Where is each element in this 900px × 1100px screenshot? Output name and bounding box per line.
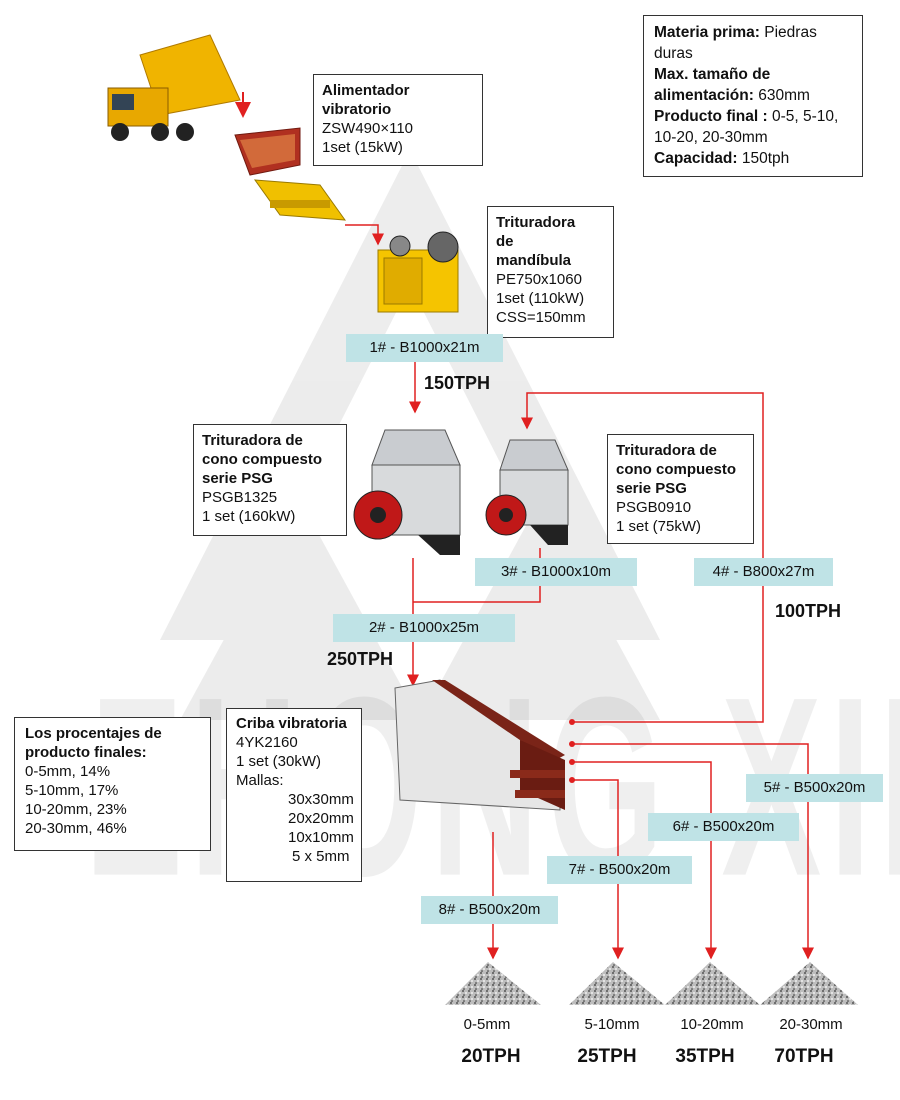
max-size-label: Max. tamaño de alimentación: bbox=[654, 66, 771, 104]
cone-crusher-1-box: Trituradora de cono compuesto serie PSG … bbox=[193, 424, 347, 536]
percent-row: 0-5mm, 14% bbox=[25, 763, 111, 780]
belt-7: 7# - B500x20m bbox=[547, 856, 692, 884]
product-tph: 25TPH bbox=[577, 1046, 637, 1067]
belt-1: 1# - B1000x21m bbox=[346, 334, 503, 362]
producto-label: Producto final : bbox=[654, 108, 768, 125]
product-tph: 70TPH bbox=[774, 1046, 834, 1067]
percentages-box: Los procentajes de producto finales: 0-5… bbox=[14, 717, 211, 851]
flow-150tph: 150TPH bbox=[424, 373, 491, 393]
jaw-title-2: de bbox=[496, 233, 514, 250]
product-size: 20-30mm bbox=[779, 1016, 843, 1033]
cone2-title-3: serie PSG bbox=[616, 480, 687, 497]
max-size-value: 630mm bbox=[758, 87, 810, 104]
producto-value: 0-5, 5-10, 10-20, 20-30mm bbox=[654, 108, 839, 146]
percent-row: 5-10mm, 17% bbox=[25, 782, 119, 799]
spec-box: Materia prima: Piedras duras Max. tamaño… bbox=[643, 15, 863, 177]
percent-title-2: producto finales: bbox=[25, 744, 147, 761]
product-tph: 35TPH bbox=[675, 1046, 735, 1067]
jaw-crusher-image bbox=[377, 231, 459, 313]
product-tph: 20TPH bbox=[461, 1046, 521, 1067]
jaw-crusher-box: Trituradora de mandíbula PE750x1060 1set… bbox=[487, 206, 614, 338]
cone1-model: PSGB1325 bbox=[202, 489, 278, 506]
cone-crusher-psgb0910-image bbox=[485, 439, 569, 545]
screen-model: 4YK2160 bbox=[236, 734, 298, 751]
screen-mesh: 30x30mm bbox=[288, 791, 354, 808]
screen-mesh: 20x20mm bbox=[288, 810, 354, 827]
cone2-model: PSGB0910 bbox=[616, 499, 692, 516]
capacidad-value: 150tph bbox=[741, 150, 790, 167]
vibrating-feeder-image bbox=[234, 127, 347, 221]
stone-pile-10-20mm bbox=[665, 962, 760, 1005]
belt-5: 5# - B500x20m bbox=[746, 774, 883, 802]
screen-mesh: 5 x 5mm bbox=[292, 848, 350, 865]
feeder-box: Alimentador vibratorio ZSW490×110 1set (… bbox=[313, 74, 483, 166]
cone-crusher-psgb1325-image bbox=[353, 429, 461, 555]
belt-2: 2# - B1000x25m bbox=[333, 614, 515, 642]
vibrating-screen-image bbox=[394, 679, 565, 811]
belt-4: 4# - B800x27m bbox=[694, 558, 833, 586]
jaw-title-3: mandíbula bbox=[496, 252, 572, 269]
stone-pile-0-5mm bbox=[445, 962, 541, 1005]
flow-100tph: 100TPH bbox=[775, 601, 842, 621]
jaw-model: PE750x1060 bbox=[496, 271, 582, 288]
belt-6: 6# - B500x20m bbox=[648, 813, 799, 841]
jaw-title-1: Trituradora bbox=[496, 214, 576, 231]
jaw-css: CSS=150mm bbox=[496, 309, 586, 326]
percent-row: 10-20mm, 23% bbox=[25, 801, 127, 818]
screen-box: Criba vibratoria 4YK2160 1 set (30kW) Ma… bbox=[226, 708, 362, 882]
cone1-title-2: cono compuesto bbox=[202, 451, 323, 468]
materia-value: Piedras duras bbox=[654, 24, 817, 62]
feeder-title-1: Alimentador bbox=[322, 82, 410, 99]
cone1-title-1: Trituradora de bbox=[202, 432, 303, 449]
cone1-set: 1 set (160kW) bbox=[202, 508, 296, 525]
flow-250tph: 250TPH bbox=[327, 649, 394, 669]
stone-pile-20-30mm bbox=[760, 962, 858, 1005]
product-size: 5-10mm bbox=[584, 1016, 640, 1033]
percent-row: 20-30mm, 46% bbox=[25, 820, 127, 837]
screen-title: Criba vibratoria bbox=[236, 715, 347, 732]
belt-3: 3# - B1000x10m bbox=[475, 558, 637, 586]
screen-mallas: Mallas: bbox=[236, 772, 284, 789]
materia-label: Materia prima: bbox=[654, 24, 760, 41]
percent-title-1: Los procentajes de bbox=[25, 725, 162, 742]
screen-mesh: 10x10mm bbox=[288, 829, 354, 846]
cone2-title-2: cono compuesto bbox=[616, 461, 737, 478]
feeder-model: ZSW490×110 bbox=[322, 120, 414, 137]
belt-8: 8# - B500x20m bbox=[421, 896, 558, 924]
dump-truck-image bbox=[107, 34, 241, 141]
feeder-title-2: vibratorio bbox=[322, 101, 392, 118]
cone2-title-1: Trituradora de bbox=[616, 442, 717, 459]
product-size: 0-5mm bbox=[463, 1016, 511, 1033]
cone-crusher-2-box: Trituradora de cono compuesto serie PSG … bbox=[607, 434, 754, 544]
cone2-set: 1 set (75kW) bbox=[616, 518, 702, 535]
capacidad-label: Capacidad: bbox=[654, 150, 738, 167]
jaw-set: 1set (110kW) bbox=[496, 290, 585, 307]
product-size: 10-20mm bbox=[680, 1016, 744, 1033]
feeder-set: 1set (15kW) bbox=[322, 139, 403, 156]
screen-set: 1 set (30kW) bbox=[236, 753, 322, 770]
stone-pile-5-10mm bbox=[569, 962, 665, 1005]
cone1-title-3: serie PSG bbox=[202, 470, 273, 487]
